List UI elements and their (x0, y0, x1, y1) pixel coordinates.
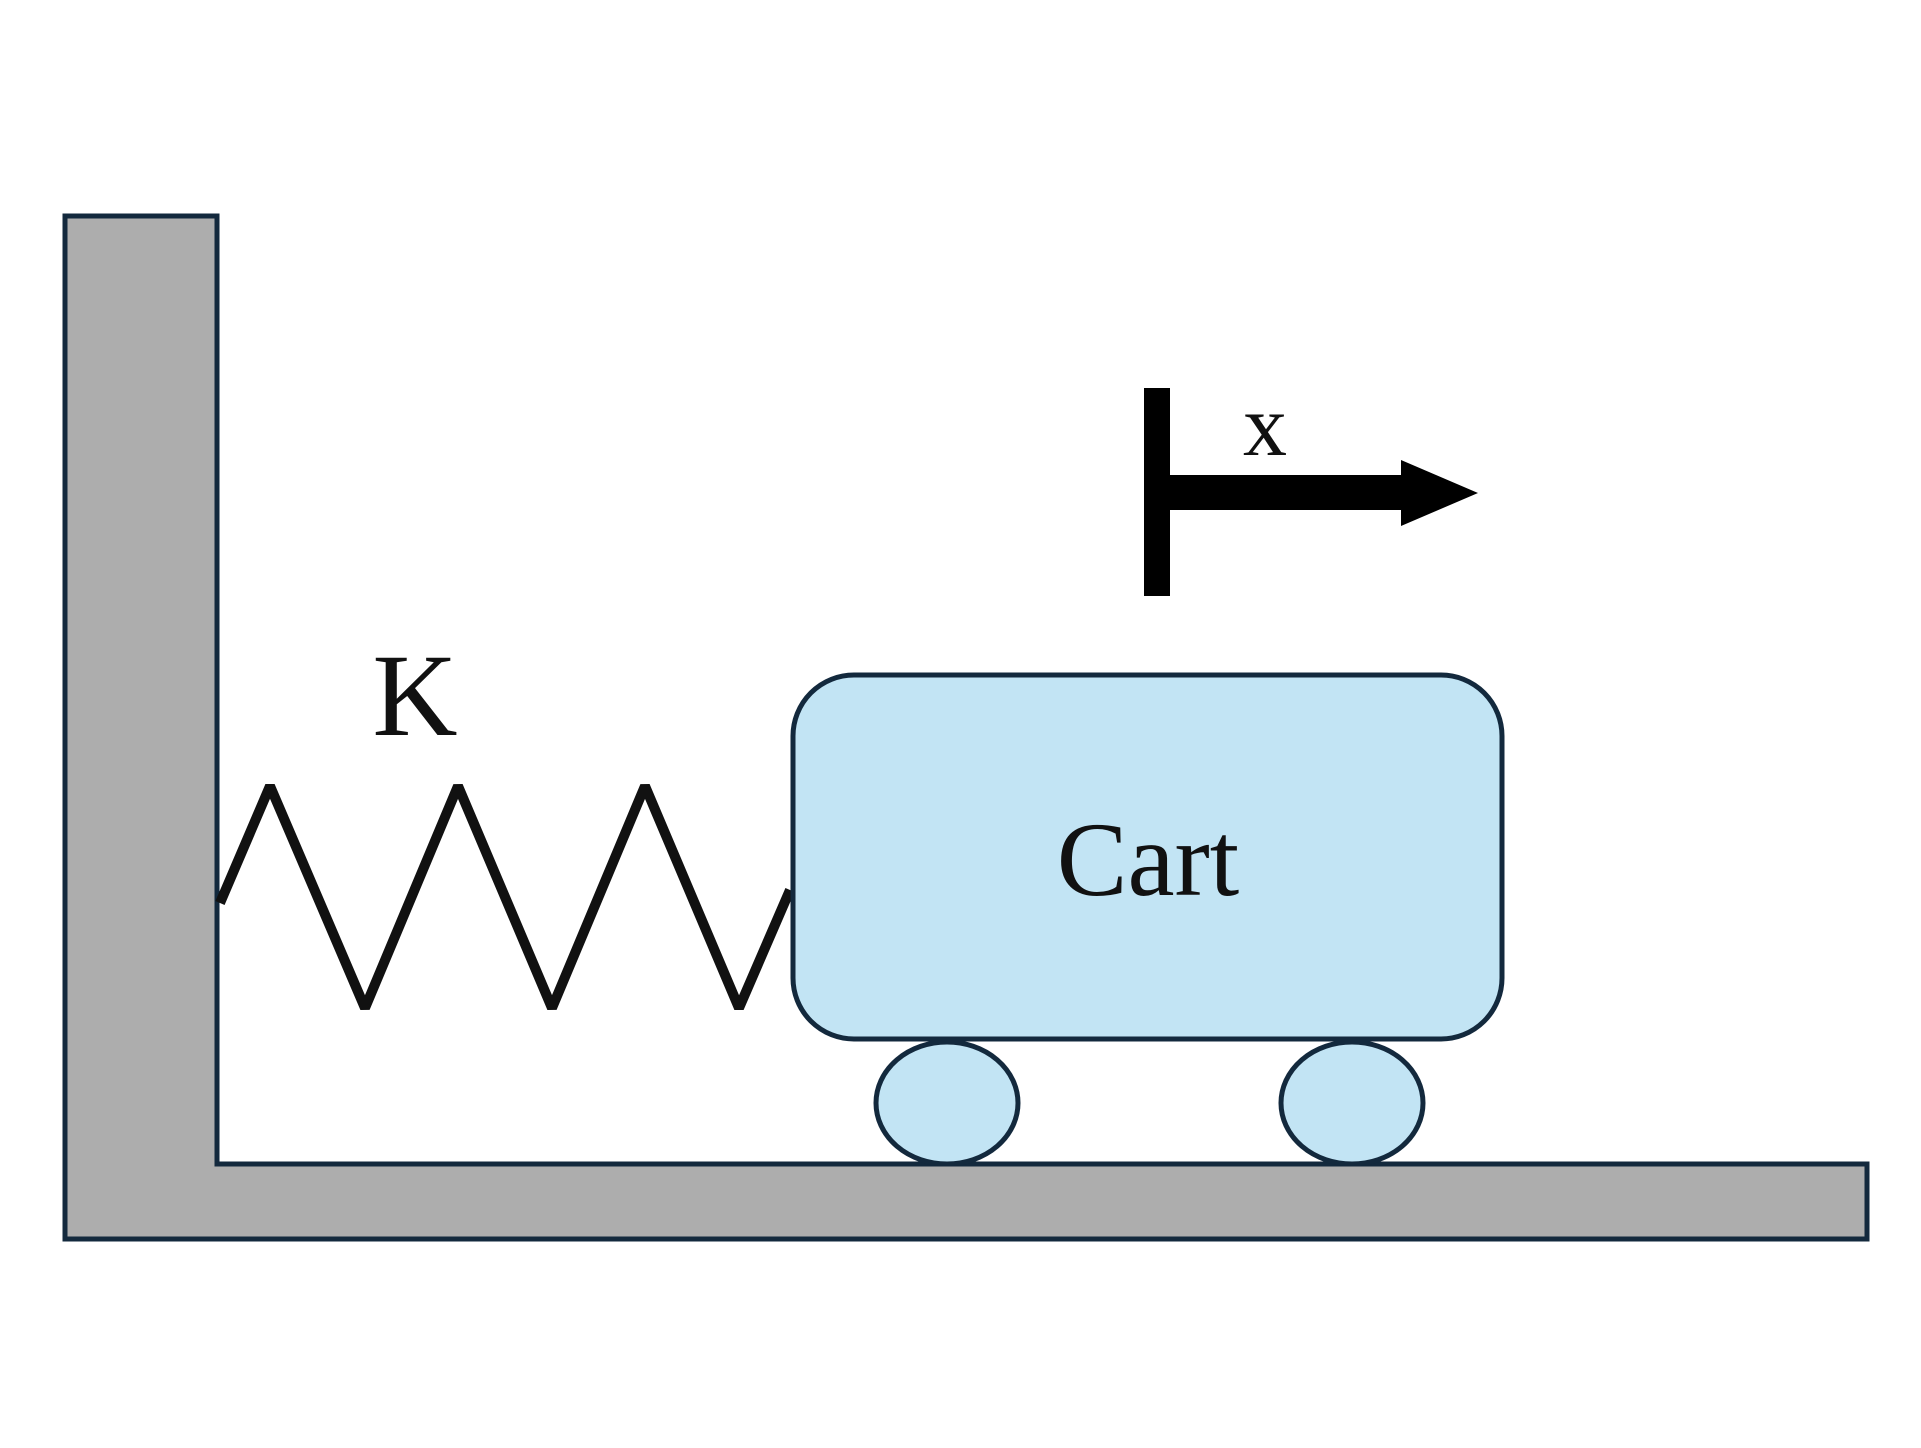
displacement-label: x (1243, 378, 1287, 475)
spring-constant-label: K (372, 630, 457, 761)
cart-body (790, 672, 1505, 1042)
spring (215, 784, 795, 1010)
cart-wheel-left (873, 1039, 1021, 1167)
wall-and-floor (62, 213, 1870, 1242)
displacement-arrow (1170, 460, 1478, 526)
cart-label: Cart (1057, 801, 1240, 918)
displacement-reference-bar (1144, 388, 1170, 596)
cart-wheel-right (1278, 1039, 1426, 1167)
